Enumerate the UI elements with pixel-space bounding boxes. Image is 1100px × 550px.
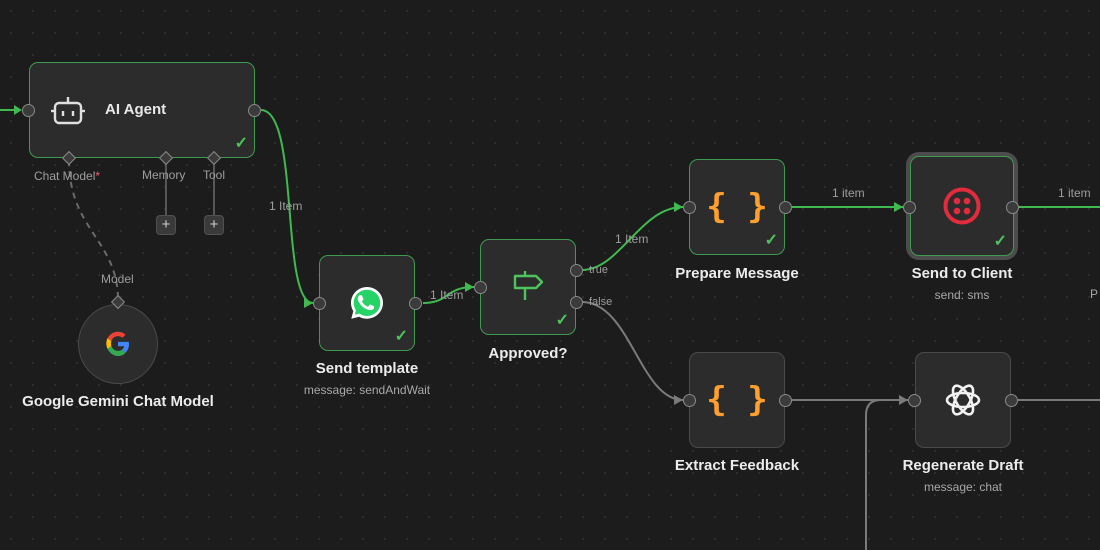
send-template-output-port[interactable] — [409, 297, 422, 310]
success-check-icon: ✓ — [234, 135, 248, 152]
approved-input-port[interactable] — [474, 281, 487, 294]
code-braces-icon: { } — [706, 380, 768, 420]
edge-item-count-label: 1 Item — [615, 232, 649, 246]
signpost-icon — [481, 240, 575, 334]
extract-feedback-label: Extract Feedback — [674, 457, 800, 474]
prepare-message-output-port[interactable] — [779, 201, 792, 214]
connection-loop-regenerate — [865, 399, 882, 550]
send-template-node[interactable]: ✓ — [319, 255, 415, 351]
connection-false-extract — [581, 301, 684, 401]
model-port-label: Model — [101, 272, 134, 286]
edge-item-count-label: 1 Item — [269, 199, 303, 213]
success-check-icon: ✓ — [764, 232, 778, 249]
edge-item-count-label: 1 Item — [430, 288, 464, 302]
extract-feedback-output-port[interactable] — [779, 394, 792, 407]
ai-agent-output-port[interactable] — [248, 104, 261, 117]
extract-feedback-node[interactable]: { } — [689, 352, 785, 448]
openai-icon — [916, 353, 1010, 447]
approved-label: Approved? — [488, 345, 568, 362]
prepare-message-node[interactable]: { } ✓ — [689, 159, 785, 255]
success-check-icon: ✓ — [993, 233, 1007, 250]
regenerate-draft-label: Regenerate Draft — [902, 457, 1024, 474]
ai-agent-input-port[interactable] — [22, 104, 35, 117]
regenerate-draft-subtitle: message: chat — [923, 480, 1003, 494]
prepare-message-label: Prepare Message — [675, 265, 799, 282]
regenerate-draft-output-port[interactable] — [1005, 394, 1018, 407]
google-g-icon — [103, 329, 133, 359]
extract-feedback-input-port[interactable] — [683, 394, 696, 407]
ai-agent-title: AI Agent — [105, 101, 167, 118]
memory-port-label: Memory — [142, 168, 186, 182]
gemini-node-label: Google Gemini Chat Model — [22, 393, 214, 410]
send-template-subtitle: message: sendAndWait — [303, 383, 431, 397]
send-to-client-subtitle: send: sms — [934, 288, 990, 302]
approved-false-port[interactable] — [570, 296, 583, 309]
approved-true-port[interactable] — [570, 264, 583, 277]
send-template-input-port[interactable] — [313, 297, 326, 310]
offscreen-node-label: P — [1090, 287, 1099, 301]
send-template-label: Send template — [315, 360, 419, 377]
arrow-true-prepare — [674, 202, 683, 212]
send-to-client-label: Send to Client — [911, 265, 1013, 282]
true-branch-label: true — [589, 264, 608, 276]
add-tool-button[interactable]: + — [204, 215, 224, 235]
success-check-icon: ✓ — [555, 312, 569, 329]
code-braces-icon: { } — [706, 187, 768, 227]
connection-chat-model — [68, 159, 119, 301]
whatsapp-icon — [320, 256, 414, 350]
arrow-prepare-send — [894, 202, 903, 212]
arrow-incoming-agent — [14, 105, 22, 115]
arrow-template-approved — [465, 282, 474, 292]
arrow-false-extract — [674, 395, 683, 405]
ai-agent-node[interactable]: AI Agent ✓ — [29, 62, 255, 158]
false-branch-label: false — [589, 296, 613, 308]
arrow-agent-template — [304, 298, 313, 308]
send-to-client-input-port[interactable] — [903, 201, 916, 214]
twilio-icon — [911, 157, 1013, 255]
connection-agent-template — [260, 109, 314, 304]
tool-port-label: Tool — [203, 168, 226, 182]
robot-icon — [50, 93, 86, 129]
prepare-message-input-port[interactable] — [683, 201, 696, 214]
success-check-icon: ✓ — [394, 328, 408, 345]
send-to-client-node[interactable]: ✓ — [910, 156, 1014, 256]
send-to-client-output-port[interactable] — [1006, 201, 1019, 214]
gemini-chat-model-node[interactable] — [78, 304, 158, 384]
arrow-extract-regenerate — [899, 395, 908, 405]
chat-model-port-label: Chat Model* — [34, 169, 101, 183]
connection-true-prepare — [581, 206, 684, 271]
edge-item-count-label: 1 item — [1058, 186, 1091, 200]
regenerate-draft-node[interactable] — [915, 352, 1011, 448]
regenerate-draft-input-port[interactable] — [908, 394, 921, 407]
required-mark: * — [95, 169, 101, 183]
approved-node[interactable]: ✓ — [480, 239, 576, 335]
add-memory-button[interactable]: + — [156, 215, 176, 235]
edge-item-count-label: 1 item — [832, 186, 865, 200]
